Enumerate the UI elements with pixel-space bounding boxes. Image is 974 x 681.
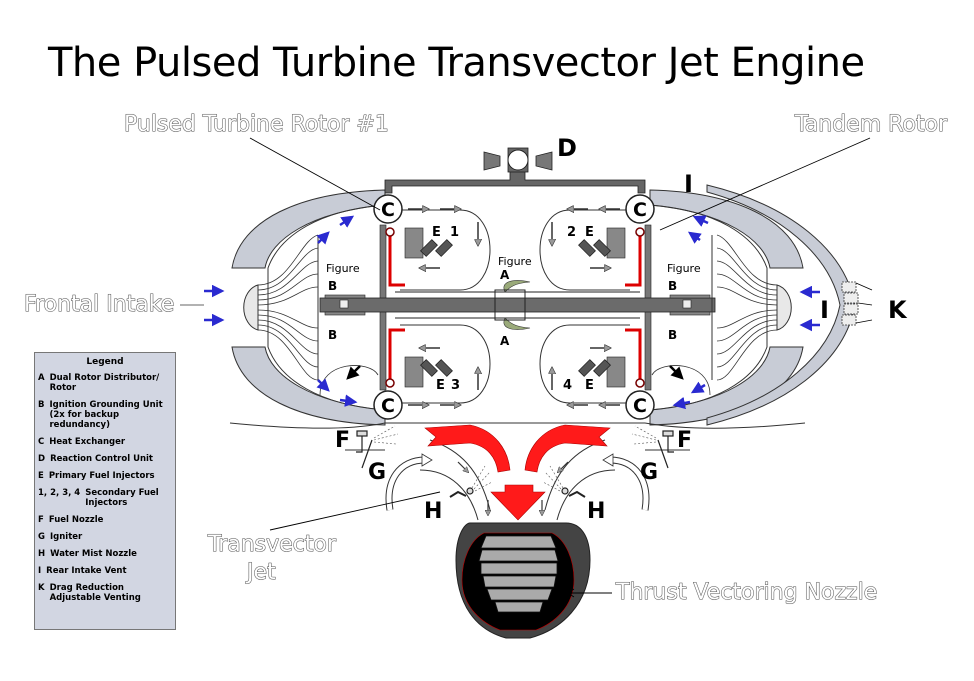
legend-key: C — [38, 437, 45, 447]
label-h-left: H — [424, 499, 442, 524]
label-k: K — [888, 296, 908, 324]
legend-title: Legend — [86, 357, 124, 367]
legend-text: Reaction Control Unit — [50, 454, 154, 464]
figure-label-left: Figure — [326, 262, 360, 275]
label-f-right: F — [677, 428, 692, 453]
figure-label-right: Figure — [667, 262, 701, 275]
label-b-2: B — [328, 328, 337, 342]
legend-text: Igniter — [49, 532, 83, 542]
label-c-1: C — [381, 199, 395, 221]
thrust-vectoring-nozzle — [455, 522, 591, 639]
internal-flow-arrows — [408, 209, 620, 405]
legend-text: Ignition Grounding Unit (2x for backup r… — [49, 400, 163, 430]
heat-exchangers: C C C C — [373, 194, 655, 420]
legend-text: Rear Intake Vent — [46, 566, 127, 576]
label-a-2: A — [500, 334, 510, 348]
figure-label-center: Figure — [498, 255, 532, 268]
legend-key: B — [38, 400, 45, 410]
leader-lines — [180, 137, 871, 598]
label-b-4: B — [668, 328, 677, 342]
legend-key: F — [38, 515, 44, 525]
legend-text: Water Mist Nozzle — [50, 549, 137, 559]
label-g-left: G — [368, 460, 386, 485]
legend-text: Heat Exchanger — [49, 437, 126, 447]
label-e-4: E — [585, 378, 594, 393]
rear-shell — [706, 184, 873, 426]
legend-item: F Fuel Nozzle — [38, 515, 172, 525]
exhaust-flow — [424, 424, 611, 521]
nozzle-hardware — [356, 430, 674, 498]
label-tandem-rotor: Tandem Rotor — [794, 112, 948, 138]
label-transvector-line2: Jet — [247, 560, 277, 586]
legend-text: Fuel Nozzle — [48, 515, 104, 525]
legend-item: D Reaction Control Unit — [38, 454, 172, 464]
label-injector-1: 1 — [450, 225, 459, 240]
label-i-rear: I — [820, 296, 829, 324]
legend-key: 1, 2, 3, 4 — [38, 488, 81, 498]
label-injector-3: 3 — [451, 378, 460, 393]
diagram-title: The Pulsed Turbine Transvector Jet Engin… — [48, 40, 865, 86]
label-pulsed-turbine-rotor: Pulsed Turbine Rotor #1 — [124, 112, 390, 138]
legend-text: Dual Rotor Distributor/ Rotor — [49, 373, 160, 393]
engine-core — [317, 209, 716, 404]
legend-key: D — [38, 454, 46, 464]
label-c-3: C — [381, 395, 395, 417]
legend-text: Secondary Fuel Injectors — [85, 488, 159, 508]
legend-item: G Igniter — [38, 532, 172, 542]
label-transvector-line1: Transvector — [208, 532, 337, 558]
legend-text: Primary Fuel Injectors — [48, 471, 155, 481]
legend-item: 1, 2, 3, 4 Secondary Fuel Injectors — [38, 488, 172, 508]
legend-item: E Primary Fuel Injectors — [38, 471, 172, 481]
label-a-1: A — [500, 268, 510, 282]
label-h-right: H — [587, 499, 605, 524]
label-i-top: I — [684, 170, 693, 198]
intake-flow-arrows — [204, 215, 820, 410]
chamber-arrows — [346, 365, 684, 380]
legend-item: B Ignition Grounding Unit (2x for backup … — [38, 400, 172, 430]
legend-item: K Drag Reduction Adjustable Venting — [38, 583, 172, 603]
drag-vents — [841, 281, 859, 326]
label-e-3: E — [436, 378, 445, 393]
legend-key: A — [38, 373, 45, 383]
top-housing — [384, 147, 646, 194]
legend-key: H — [38, 549, 46, 559]
label-e-1: E — [432, 225, 441, 240]
legend-text: Drag Reduction Adjustable Venting — [49, 583, 141, 603]
spray-lines — [373, 425, 657, 492]
label-d: D — [557, 134, 577, 162]
legend-key: G — [38, 532, 45, 542]
lower-bay — [229, 422, 806, 521]
label-g-right: G — [640, 460, 658, 485]
label-thrust-vectoring-nozzle: Thrust Vectoring Nozzle — [615, 580, 878, 606]
label-c-2: C — [633, 199, 647, 221]
legend-item: I Rear Intake Vent — [38, 566, 172, 576]
label-frontal-intake: Frontal Intake — [23, 292, 175, 318]
legend-item: A Dual Rotor Distributor/ Rotor — [38, 373, 172, 393]
label-injector-2: 2 — [567, 225, 576, 240]
label-f-left: F — [335, 428, 350, 453]
legend-key: K — [38, 583, 45, 593]
label-b-1: B — [328, 279, 337, 293]
legend-item: C Heat Exchanger — [38, 437, 172, 447]
legend-key: E — [38, 471, 44, 481]
label-e-2: E — [585, 225, 594, 240]
legend-key: I — [38, 566, 42, 576]
legend-item: H Water Mist Nozzle — [38, 549, 172, 559]
right-intake-shroud — [649, 189, 804, 426]
label-injector-4: 4 — [563, 378, 572, 393]
label-c-4: C — [633, 395, 647, 417]
label-b-3: B — [668, 279, 677, 293]
